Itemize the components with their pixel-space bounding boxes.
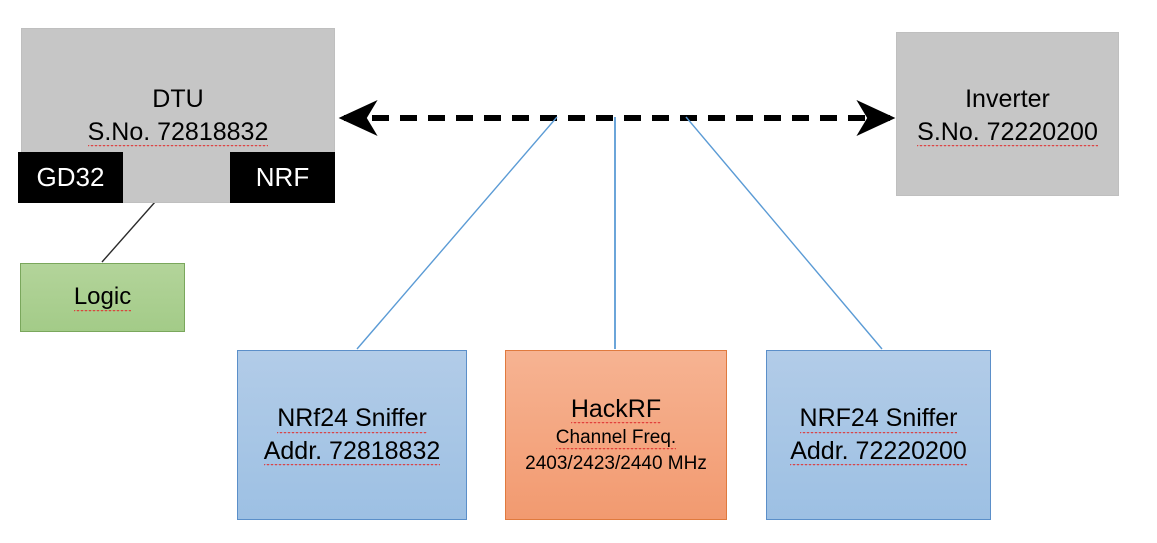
hackrf-channel-text: Channel Freq. <box>555 427 677 452</box>
hackrf-block[interactable]: HackRF Channel Freq. 2403/2423/2440 MHz <box>505 350 727 520</box>
dtu-title: DTU <box>152 85 204 113</box>
dtu-serial-text: S.No. 72818832 <box>87 117 269 148</box>
inverter-title: Inverter <box>965 85 1050 113</box>
nrf-chip-block[interactable]: NRF <box>230 152 335 203</box>
sniffer-left-title: NRf24 Sniffer <box>277 404 427 434</box>
sniffer-left-block[interactable]: NRf24 Sniffer Addr. 72818832 <box>237 350 467 520</box>
hackrf-frequencies: 2403/2423/2440 MHz <box>525 452 707 474</box>
gd32-chip-block[interactable]: GD32 <box>18 152 123 203</box>
gd32-label: GD32 <box>36 162 105 192</box>
logic-analyzer-block[interactable]: Logic <box>20 263 185 332</box>
inverter-block[interactable]: Inverter S.No. 72220200 <box>896 32 1119 196</box>
sniffer-left-address-text: Addr. 72818832 <box>263 436 441 467</box>
sniffer-left-tap-link <box>356 116 558 350</box>
sniffer-right-address-text: Addr. 72220200 <box>790 436 967 467</box>
hackrf-channel-label: Channel Freq. <box>555 427 677 452</box>
sniffer-right-block[interactable]: NRF24 Sniffer Addr. 72220200 <box>766 350 991 520</box>
sniffer-left-address-label: Addr. 72818832 <box>263 436 441 467</box>
nrf-label: NRF <box>255 162 310 192</box>
sniffer-right-title-text: NRF24 Sniffer <box>799 404 958 434</box>
hackrf-title-text: HackRF <box>570 394 662 425</box>
inverter-serial-label: S.No. 72220200 <box>917 118 1098 148</box>
sniffer-right-tap-link <box>685 116 883 350</box>
dtu-serial-label: S.No. 72818832 <box>87 117 269 148</box>
logic-label: Logic <box>73 283 132 313</box>
hackrf-title: HackRF <box>570 394 662 425</box>
sniffer-right-address-label: Addr. 72220200 <box>790 437 967 467</box>
inverter-serial-text: S.No. 72220200 <box>917 117 1098 148</box>
sniffer-right-title: NRF24 Sniffer <box>799 404 958 434</box>
sniffer-left-title-text: NRf24 Sniffer <box>277 404 427 434</box>
